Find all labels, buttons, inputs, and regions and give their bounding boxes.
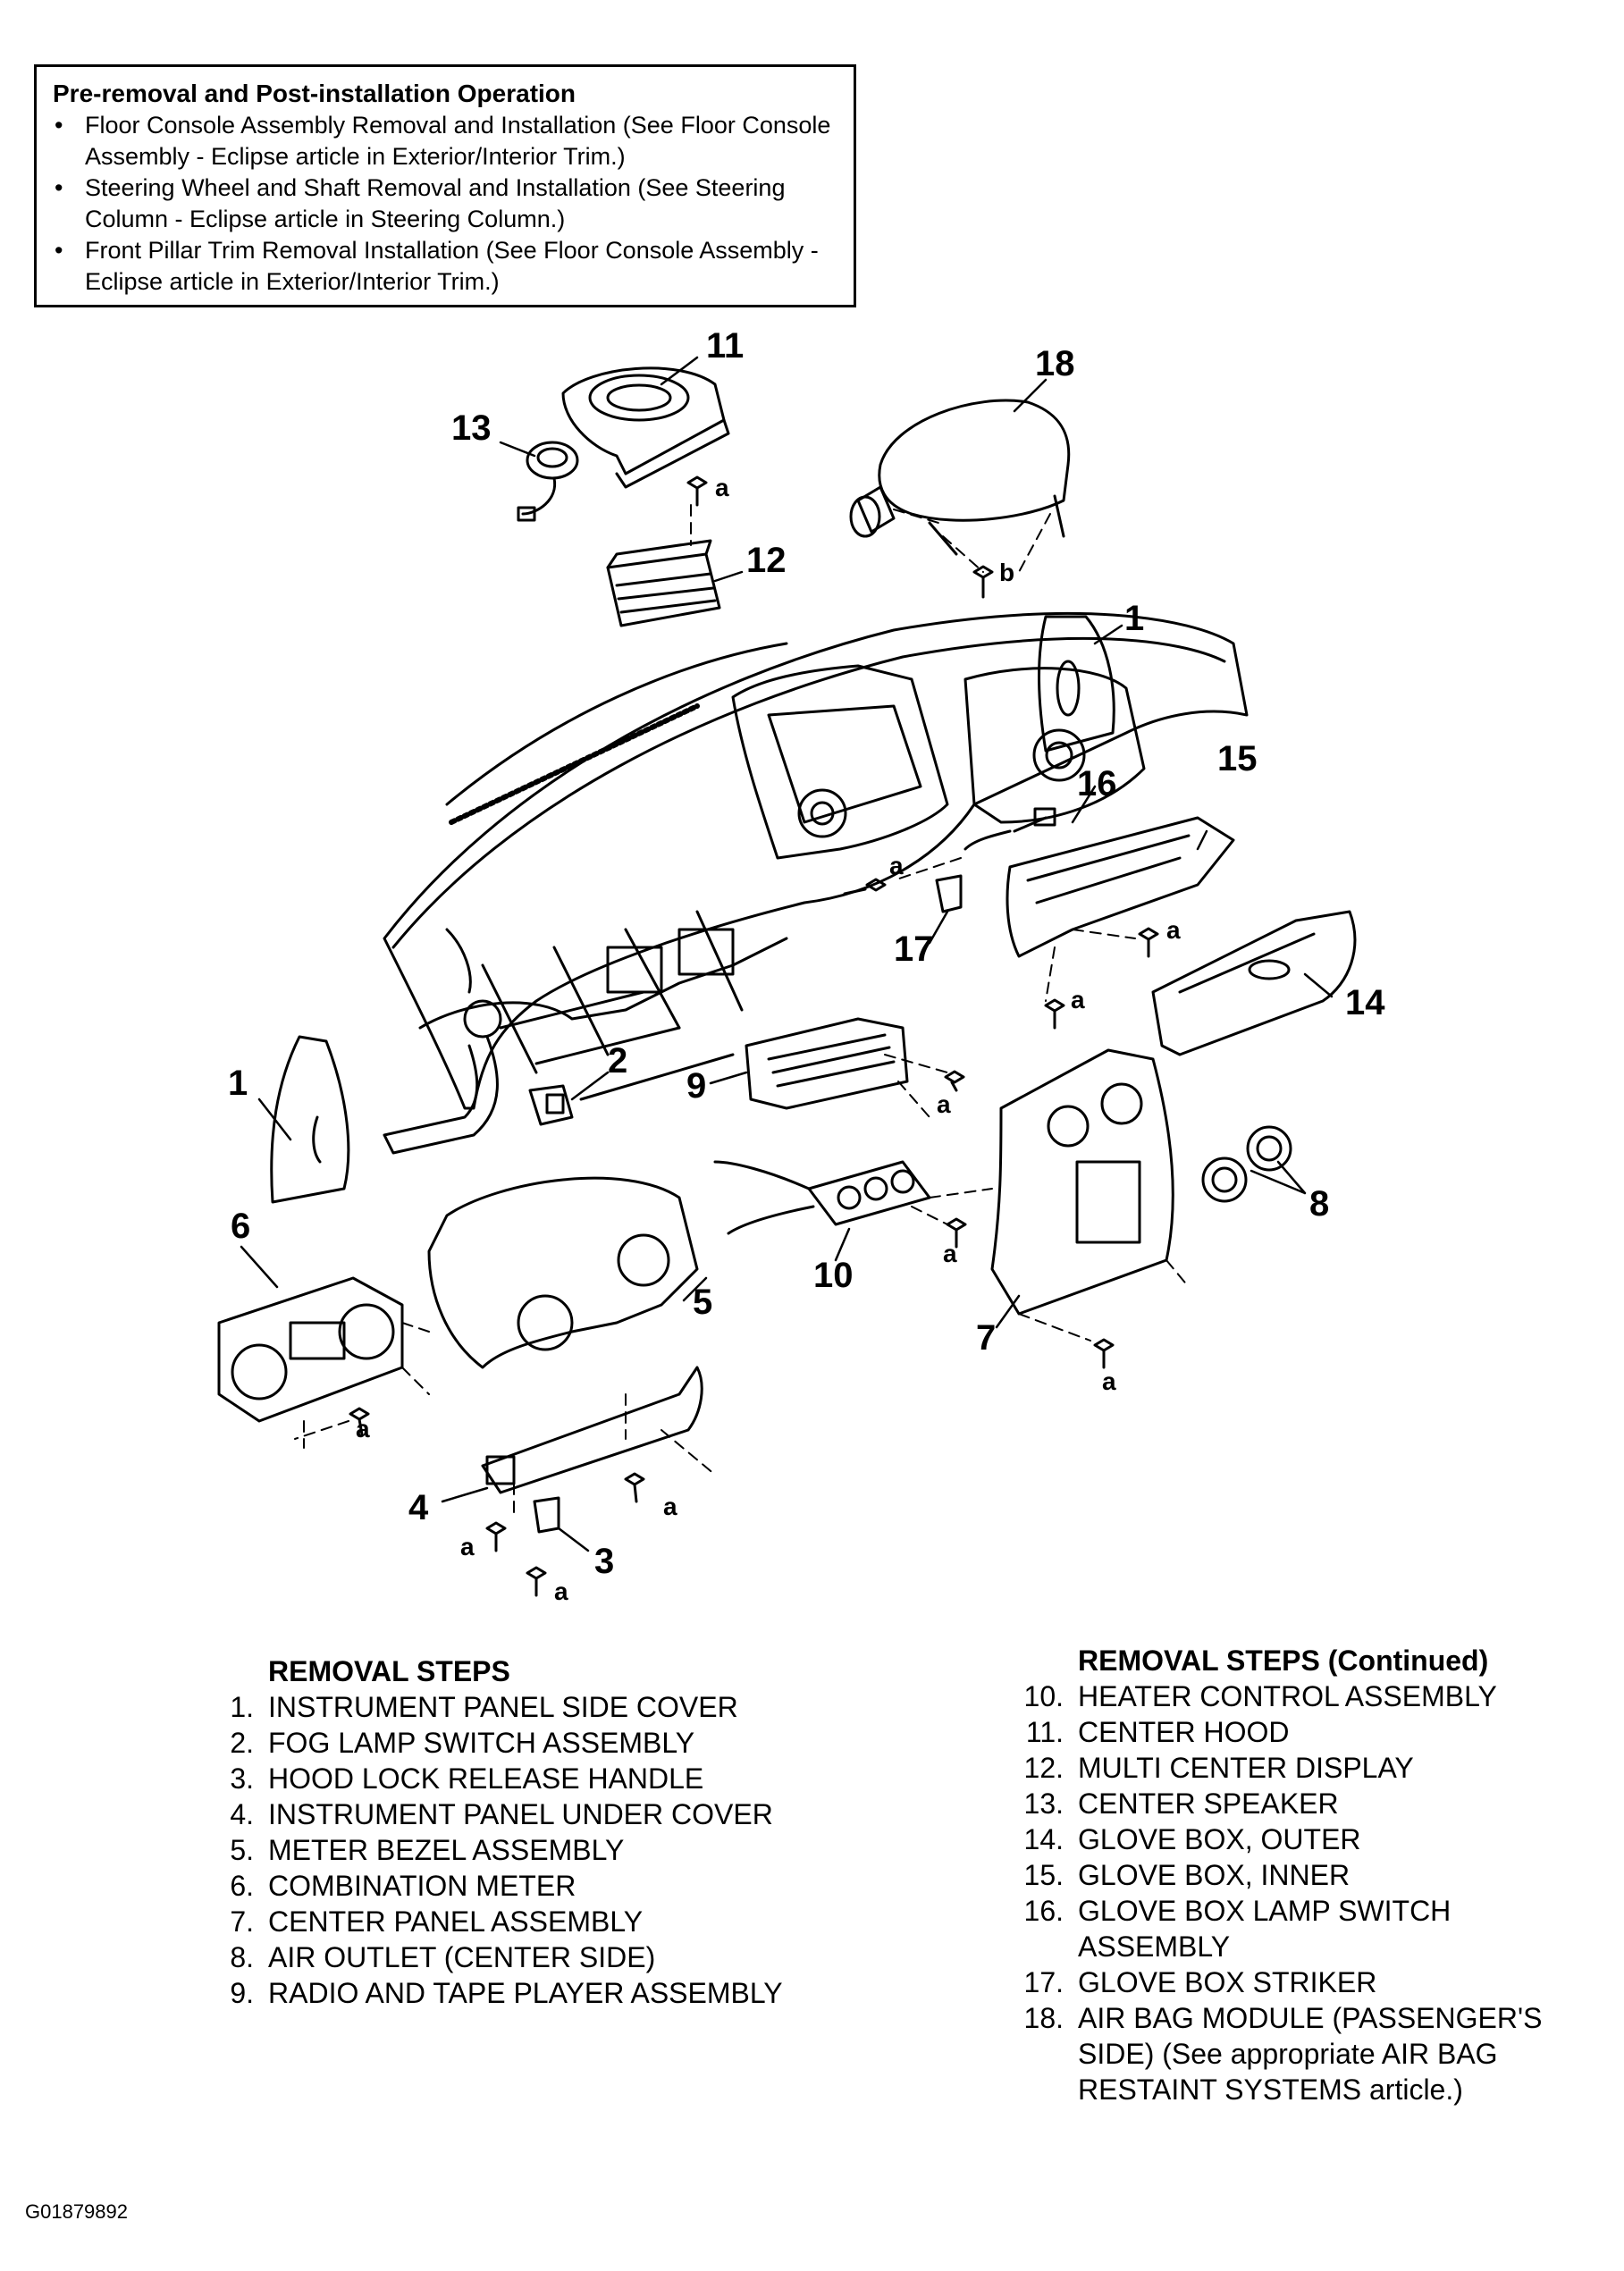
under-cover-part — [481, 1366, 703, 1494]
list-item: 11.CENTER HOOD — [1025, 1716, 1290, 1748]
list-item: 12.MULTI CENTER DISPLAY — [1023, 1752, 1414, 1784]
callout-14: 14 — [1345, 983, 1385, 1022]
callout-1-right: 1 — [1124, 599, 1144, 638]
callout-17: 17 — [894, 929, 934, 969]
heater-control-part — [713, 1160, 931, 1235]
note-list: Floor Console Assembly Removal and Insta… — [53, 110, 837, 298]
figure-id: G01879892 — [25, 2200, 128, 2223]
list-item: 2.FOG LAMP SWITCH ASSEMBLY — [230, 1727, 695, 1759]
list-item: 4.INSTRUMENT PANEL UNDER COVER — [230, 1798, 773, 1830]
glove-box-striker-part — [935, 874, 963, 913]
list-item: 6.COMBINATION METER — [230, 1870, 576, 1902]
callout-11: 11 — [706, 326, 744, 366]
fog-lamp-switch-part — [528, 1084, 574, 1126]
combination-meter-part — [217, 1276, 404, 1423]
note-item: Steering Wheel and Shaft Removal and Ins… — [53, 172, 837, 235]
fastener-label-a: a — [554, 1577, 568, 1605]
list-item: 10.HEATER CONTROL ASSEMBLY — [1023, 1680, 1497, 1712]
note-item: Front Pillar Trim Removal Installation (… — [53, 235, 837, 298]
fastener-label-a: a — [356, 1415, 370, 1443]
radio-tape-player-part — [745, 1017, 909, 1110]
removal-steps-continued-heading: REMOVAL STEPS (Continued) — [1078, 1644, 1489, 1677]
callout-6: 6 — [231, 1207, 250, 1246]
hood-lock-handle-part — [533, 1496, 560, 1534]
center-hood-part — [561, 366, 730, 489]
callout-18: 18 — [1035, 344, 1075, 383]
glove-box-inner-part — [1006, 816, 1235, 958]
fastener-label-a: a — [889, 852, 904, 879]
fastener-label-a: a — [663, 1493, 677, 1520]
callout-3: 3 — [594, 1542, 614, 1581]
list-item: 7.CENTER PANEL ASSEMBLY — [230, 1905, 644, 1938]
multi-center-display-part — [606, 539, 721, 627]
note-title: Pre-removal and Post-installation Operat… — [53, 80, 576, 107]
list-item: 18.AIR BAG MODULE (PASSENGER'S SIDE) (Se… — [1023, 2002, 1543, 2106]
fastener-label-a: a — [715, 474, 729, 501]
glove-box-outer-part — [1151, 910, 1357, 1056]
removal-steps-right: REMOVAL STEPS (Continued) 10.HEATER CONT… — [1019, 1643, 1609, 2107]
list-item: 16.GLOVE BOX LAMP SWITCH ASSEMBLY — [1023, 1895, 1452, 1963]
list-item: 13.CENTER SPEAKER — [1023, 1787, 1339, 1820]
instrument-panel-body — [383, 612, 1249, 1155]
fastener-label-a: a — [1102, 1367, 1116, 1395]
removal-steps-list: 10.HEATER CONTROL ASSEMBLY 11.CENTER HOO… — [1019, 1678, 1609, 2107]
callout-10: 10 — [813, 1256, 854, 1295]
list-item: 17.GLOVE BOX STRIKER — [1023, 1966, 1377, 1998]
list-item: 8.AIR OUTLET (CENTER SIDE) — [230, 1941, 656, 1973]
callout-5: 5 — [693, 1283, 712, 1322]
callout-4: 4 — [408, 1488, 429, 1527]
fastener-label-a: a — [460, 1533, 475, 1560]
fastener-label-a: a — [1071, 986, 1085, 1014]
list-item: 5.METER BEZEL ASSEMBLY — [230, 1834, 625, 1866]
fasteners — [349, 475, 1159, 1597]
callout-16: 16 — [1077, 764, 1117, 803]
fastener-label-a: a — [937, 1090, 951, 1118]
note-item: Floor Console Assembly Removal and Insta… — [53, 110, 837, 172]
removal-steps-heading: REMOVAL STEPS — [268, 1655, 510, 1687]
list-item: 1.INSTRUMENT PANEL SIDE COVER — [230, 1691, 738, 1723]
side-cover-left-part — [270, 1035, 350, 1204]
list-item: 3.HOOD LOCK RELEASE HANDLE — [230, 1762, 704, 1795]
side-cover-right-part — [1038, 615, 1115, 753]
meter-bezel-part — [427, 1176, 699, 1369]
callout-12: 12 — [746, 541, 787, 580]
callout-8: 8 — [1309, 1184, 1329, 1224]
center-speaker-part — [517, 441, 579, 522]
callout-15: 15 — [1217, 739, 1258, 778]
callout-13: 13 — [451, 408, 492, 448]
list-item: 9.RADIO AND TAPE PLAYER ASSEMBLY — [230, 1977, 783, 2009]
list-item: 14.GLOVE BOX, OUTER — [1023, 1823, 1361, 1855]
fastener-label-a: a — [1166, 916, 1181, 944]
air-outlet-part — [1201, 1125, 1292, 1203]
callout-1-left: 1 — [228, 1064, 248, 1103]
fastener-label-a: a — [943, 1240, 957, 1267]
callout-2: 2 — [608, 1041, 627, 1081]
removal-steps-left: REMOVAL STEPS 1.INSTRUMENT PANEL SIDE CO… — [207, 1653, 797, 2011]
list-item: 15.GLOVE BOX, INNER — [1023, 1859, 1351, 1891]
passenger-airbag-part — [849, 399, 1071, 556]
fastener-label-b: b — [999, 559, 1014, 586]
center-panel-part — [990, 1048, 1174, 1316]
callout-7: 7 — [976, 1318, 996, 1358]
callout-9: 9 — [686, 1066, 706, 1106]
pre-removal-note: Pre-removal and Post-installation Operat… — [34, 64, 856, 307]
removal-steps-list: 1.INSTRUMENT PANEL SIDE COVER 2.FOG LAMP… — [207, 1689, 797, 2011]
glove-box-lamp-switch-part — [963, 807, 1056, 851]
